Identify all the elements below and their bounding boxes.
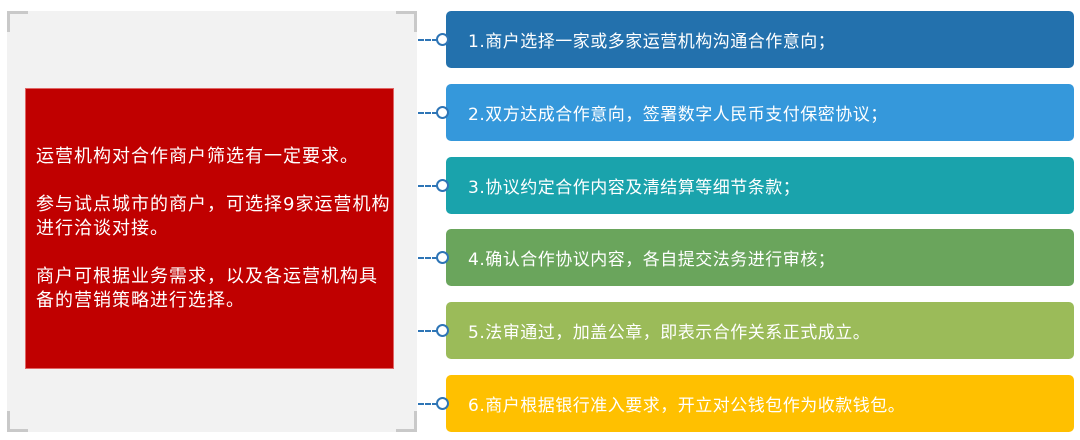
connector-line-6: [418, 403, 438, 405]
requirements-paragraph-1: 运营机构对合作商户筛选有一定要求。: [36, 145, 359, 167]
step-3-label: 3.协议约定合作内容及清结算等细节条款；: [468, 178, 801, 198]
connector-dot-icon: [436, 324, 449, 337]
step-3: 3.协议约定合作内容及清结算等细节条款；: [446, 157, 1074, 214]
connector-dot-icon: [436, 397, 449, 410]
connector-dot-icon: [436, 251, 449, 264]
connector-line-2: [418, 112, 438, 114]
step-1-label: 1.商户选择一家或多家运营机构沟通合作意向；: [468, 32, 836, 52]
requirements-box: 运营机构对合作商户筛选有一定要求。 参与试点城市的商户，可选择9家运营机构进行洽…: [25, 88, 394, 369]
corner-bracket-top-left: [7, 11, 28, 32]
corner-bracket-bottom-left: [7, 411, 28, 432]
step-4-label: 4.确认合作协议内容，各自提交法务进行审核；: [468, 250, 836, 270]
step-5-label: 5.法审通过，加盖公章，即表示合作关系正式成立。: [468, 323, 871, 343]
corner-bracket-bottom-right: [396, 411, 417, 432]
corner-bracket-top-right: [396, 11, 417, 32]
step-1: 1.商户选择一家或多家运营机构沟通合作意向；: [446, 11, 1074, 68]
connector-line-4: [418, 257, 438, 259]
connector-line-3: [418, 185, 438, 187]
step-2: 2.双方达成合作意向，签署数字人民币支付保密协议；: [446, 84, 1074, 141]
step-6: 6.商户根据银行准入要求，开立对公钱包作为收款钱包。: [446, 375, 1074, 432]
connector-dot-icon: [436, 106, 449, 119]
connector-line-1: [418, 39, 438, 41]
requirements-paragraph-2: 参与试点城市的商户，可选择9家运营机构进行洽谈对接。: [36, 193, 391, 239]
left-panel: 运营机构对合作商户筛选有一定要求。 参与试点城市的商户，可选择9家运营机构进行洽…: [7, 11, 417, 432]
connector-dot-icon: [436, 33, 449, 46]
requirements-paragraph-3: 商户可根据业务需求，以及各运营机构具备的营销策略进行选择。: [36, 265, 378, 311]
connector-dot-icon: [436, 179, 449, 192]
step-2-label: 2.双方达成合作意向，签署数字人民币支付保密协议；: [468, 105, 888, 125]
step-6-label: 6.商户根据银行准入要求，开立对公钱包作为收款钱包。: [468, 396, 906, 416]
connector-line-5: [418, 330, 438, 332]
step-4: 4.确认合作协议内容，各自提交法务进行审核；: [446, 229, 1074, 286]
step-5: 5.法审通过，加盖公章，即表示合作关系正式成立。: [446, 302, 1074, 359]
